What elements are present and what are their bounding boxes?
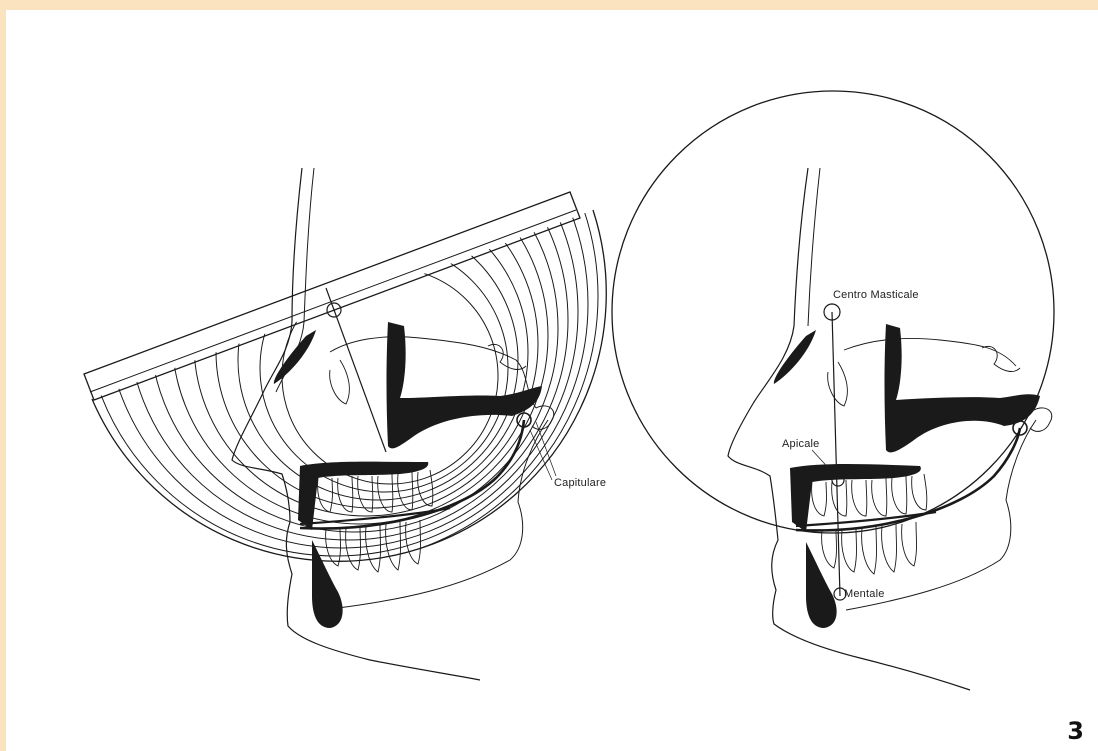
left-panel	[62, 28, 606, 680]
right-orbit-rim	[774, 330, 816, 384]
right-face-profile	[728, 168, 970, 690]
page-number: 3	[1067, 717, 1084, 745]
left-chin-symphysis	[312, 540, 343, 628]
left-upper-teeth	[318, 470, 433, 512]
right-face-profile-inner	[808, 168, 820, 326]
left-ear	[532, 406, 554, 429]
apicale-label: Apicale	[782, 438, 819, 450]
left-orbit-rim	[274, 330, 316, 384]
protractor-arcs	[62, 28, 598, 564]
right-ear	[1030, 408, 1052, 431]
protractor-bar	[84, 192, 580, 400]
left-face-profile	[232, 168, 480, 680]
right-orbit	[828, 362, 848, 406]
mentale-label: Mentale	[844, 588, 885, 600]
right-sphenoid	[982, 346, 1020, 371]
centro-masticale-label: Centro Masticale	[833, 289, 919, 301]
right-skull-outline	[844, 338, 1016, 366]
protractor-centre-line	[326, 288, 386, 452]
left-zygoma	[387, 322, 543, 448]
right-upper-teeth	[812, 474, 927, 516]
right-panel	[612, 91, 1054, 690]
right-chin-symphysis	[806, 542, 837, 628]
left-orbit	[330, 360, 350, 404]
right-zygoma	[885, 324, 1041, 452]
capitulare-label: Capitulare	[554, 477, 606, 489]
